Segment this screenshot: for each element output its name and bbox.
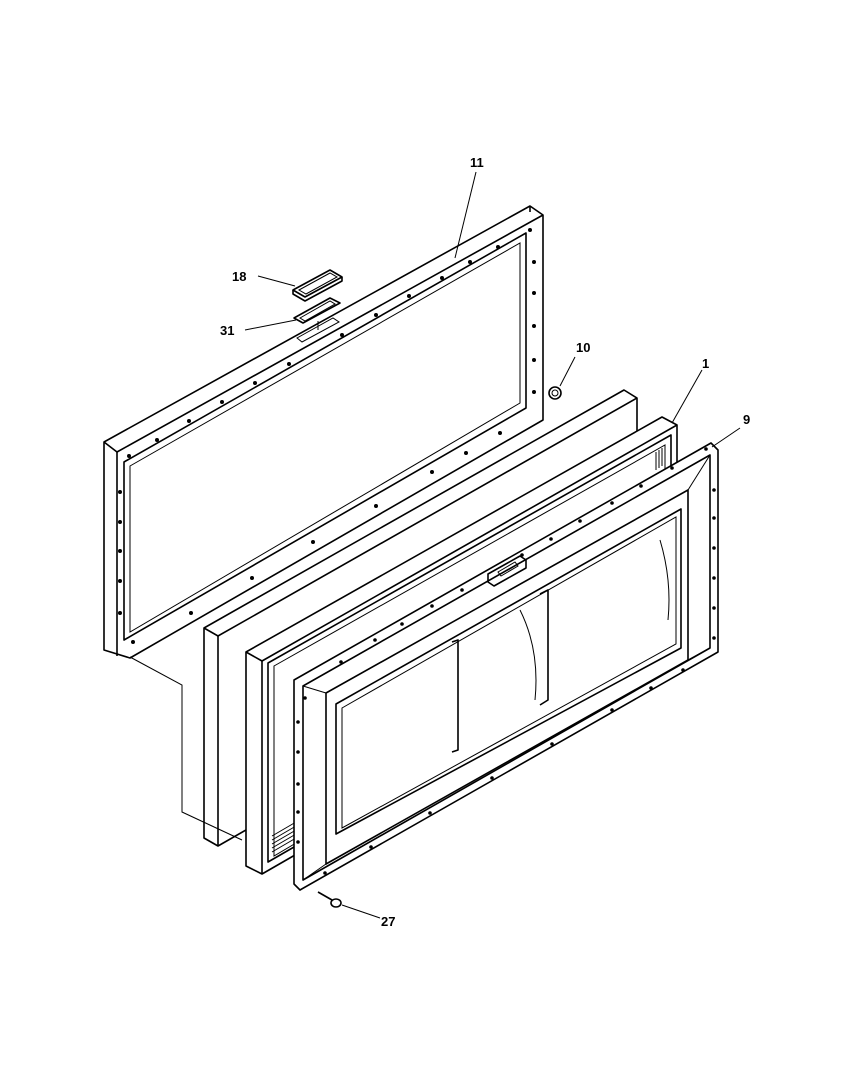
leader-11 (454, 171, 477, 259)
callout-11: 11 (470, 155, 484, 170)
part-18-handle (292, 269, 343, 302)
callout-31: 31 (220, 323, 234, 338)
part-1-vent-top (655, 447, 666, 470)
part-11-screw-holes (118, 228, 536, 644)
leader-31 (244, 319, 297, 331)
leader-lines (244, 171, 741, 919)
part-31-handle-gasket (293, 297, 341, 343)
callout-9: 9 (743, 412, 750, 427)
part-10-plug (548, 386, 562, 400)
leader-line-11-lower (129, 656, 243, 841)
callout-18: 18 (232, 269, 246, 284)
part-11-inner-liner-frame (103, 205, 544, 659)
callout-10: 10 (576, 340, 590, 355)
leader-10 (559, 356, 576, 387)
leader-1 (671, 369, 703, 424)
leader-18 (257, 275, 296, 287)
part-1-vent-bottom (271, 821, 297, 853)
leader-9 (711, 427, 741, 448)
part-9-outer-door-panel (293, 442, 719, 891)
leader-27 (341, 904, 381, 919)
part-9-screw-holes (296, 447, 716, 875)
callout-27: 27 (381, 914, 395, 929)
part-27-screw (317, 891, 342, 908)
callout-1: 1 (702, 356, 709, 371)
